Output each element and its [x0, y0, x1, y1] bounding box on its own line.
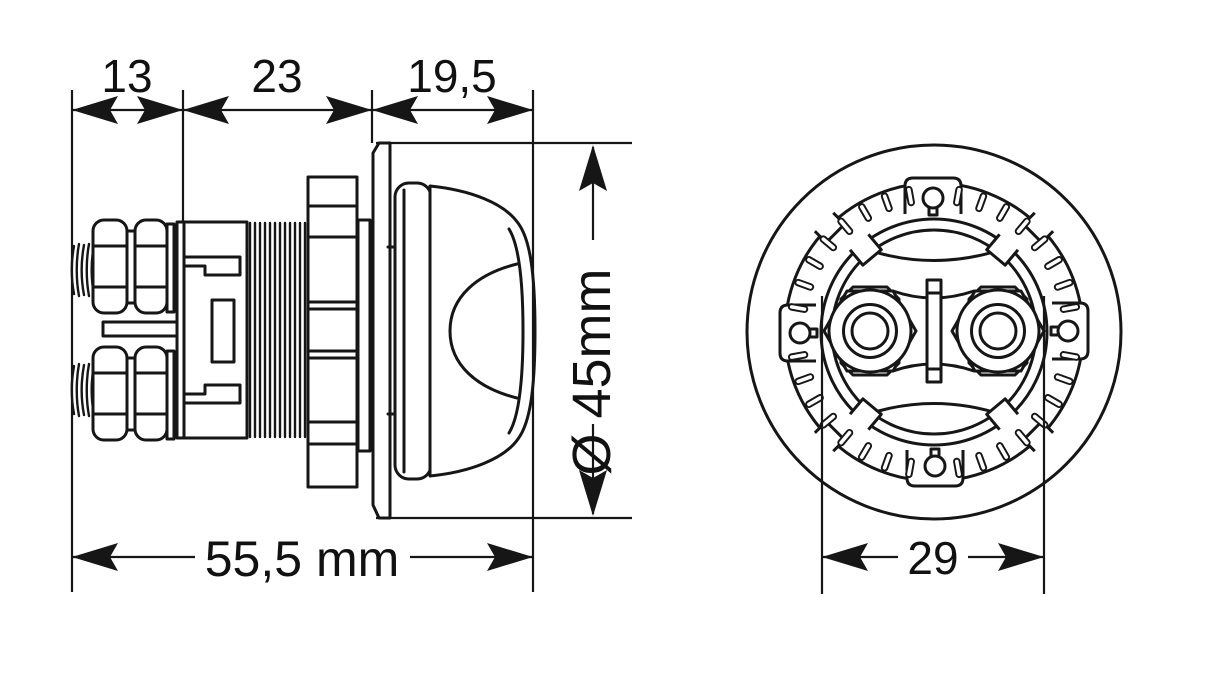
stud-bore-left: [850, 311, 890, 351]
terminal-nuts-top: [91, 218, 169, 315]
front-view: [745, 143, 1123, 521]
dim-label-overall: 55,5 mm: [205, 531, 400, 587]
mounting-tab: [903, 176, 963, 217]
side-view: [70, 141, 537, 520]
bezel-notch: [985, 397, 1020, 431]
tab-hole: [921, 186, 945, 210]
serration-slots-inner: [789, 187, 1079, 477]
extension-lines-side: [70, 90, 535, 592]
bezel-notch: [848, 233, 883, 267]
knob-grip: [448, 262, 519, 400]
extension-lines-diameter: [376, 141, 632, 520]
knob-dome: [428, 184, 537, 478]
dim-label-19-5: 19,5: [407, 50, 497, 102]
extension-lines-front: [820, 296, 1046, 594]
retaining-clip-bottom: [182, 383, 242, 405]
retaining-clip-top: [182, 255, 242, 277]
dim-label-23: 23: [251, 50, 302, 102]
panel-washer: [356, 218, 372, 453]
dim-label-13: 13: [101, 50, 152, 102]
housing-arc-top: [863, 247, 1005, 262]
center-divider: [925, 278, 943, 384]
mounting-panel: [371, 141, 392, 520]
mounting-ring-nut: [306, 175, 359, 489]
stud-bore-right: [978, 311, 1018, 351]
body-window: [210, 298, 236, 364]
knob-flange: [393, 181, 433, 481]
housing-arc-bottom: [863, 402, 1005, 417]
bezel-notch: [848, 397, 883, 431]
dim-label-diameter: Ø 45mm: [562, 268, 622, 475]
dimensions: 13 23 19,5 55,5 mm 29 Ø 45mm: [70, 50, 1046, 594]
dim-label-29: 29: [907, 532, 958, 584]
bezel-notch: [985, 233, 1020, 267]
terminal-nuts-bottom: [91, 345, 169, 442]
knob-face-edge: [507, 227, 525, 435]
threaded-neck: [248, 221, 307, 439]
key-blade: [101, 320, 185, 338]
